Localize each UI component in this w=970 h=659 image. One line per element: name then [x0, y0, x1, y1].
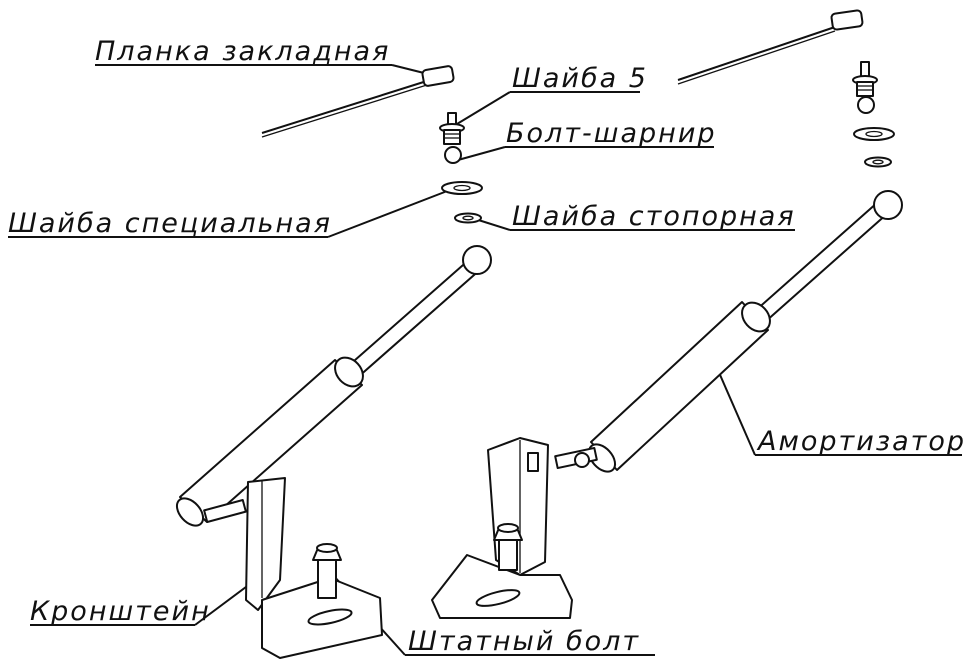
left-bolt-sharnir [439, 112, 465, 164]
left-bracket-upright [245, 477, 286, 611]
right-shayba-spec [853, 127, 895, 141]
right-planka [677, 9, 864, 85]
left-base-slot [307, 608, 353, 626]
label-shtatny-bolt: Штатный болт [408, 626, 640, 657]
labels: Планка закладная Шайба 5 Болт-шарнир Шай… [8, 36, 966, 657]
right-ball-end [873, 190, 903, 220]
right-planka-wire [677, 26, 836, 81]
right-bolt-sharnir [852, 61, 878, 114]
right-cylinder [590, 301, 769, 471]
left-shayba-stop [454, 212, 482, 224]
leader-shayba5 [451, 91, 511, 128]
label-kronshtein: Кронштейн [30, 596, 211, 627]
left-assembly [175, 65, 492, 659]
right-bracket-base [431, 554, 573, 619]
left-ball-end [462, 245, 492, 275]
left-planka-wire [261, 79, 431, 134]
right-shtatny-bolt [493, 523, 523, 571]
left-shtatny-bolt [312, 543, 342, 599]
label-bolt-sharnir: Болт-шарнир [506, 118, 717, 149]
left-kronshtein [245, 477, 383, 659]
left-shayba-spec [441, 181, 483, 195]
left-planka-block [421, 65, 455, 87]
right-assembly [431, 9, 903, 619]
label-shayba5: Шайба 5 [512, 63, 648, 94]
leader-shayba-spec [327, 187, 456, 238]
right-shayba-stop [864, 156, 892, 168]
label-shayba-spec: Шайба специальная [8, 208, 332, 239]
left-amortizator [175, 245, 492, 527]
label-planka: Планка закладная [95, 36, 390, 67]
right-base-slot [475, 589, 521, 607]
leader-bolt-sharnir [457, 146, 506, 161]
left-rod [345, 257, 483, 379]
right-amortizator [554, 190, 903, 473]
label-shayba-stop: Шайба стопорная [512, 201, 796, 232]
left-pin [203, 499, 247, 523]
left-planka [261, 65, 455, 138]
right-planka-block [830, 9, 864, 31]
left-hinge-ball [444, 146, 462, 164]
label-amortizator: Амортизатор [756, 426, 966, 457]
